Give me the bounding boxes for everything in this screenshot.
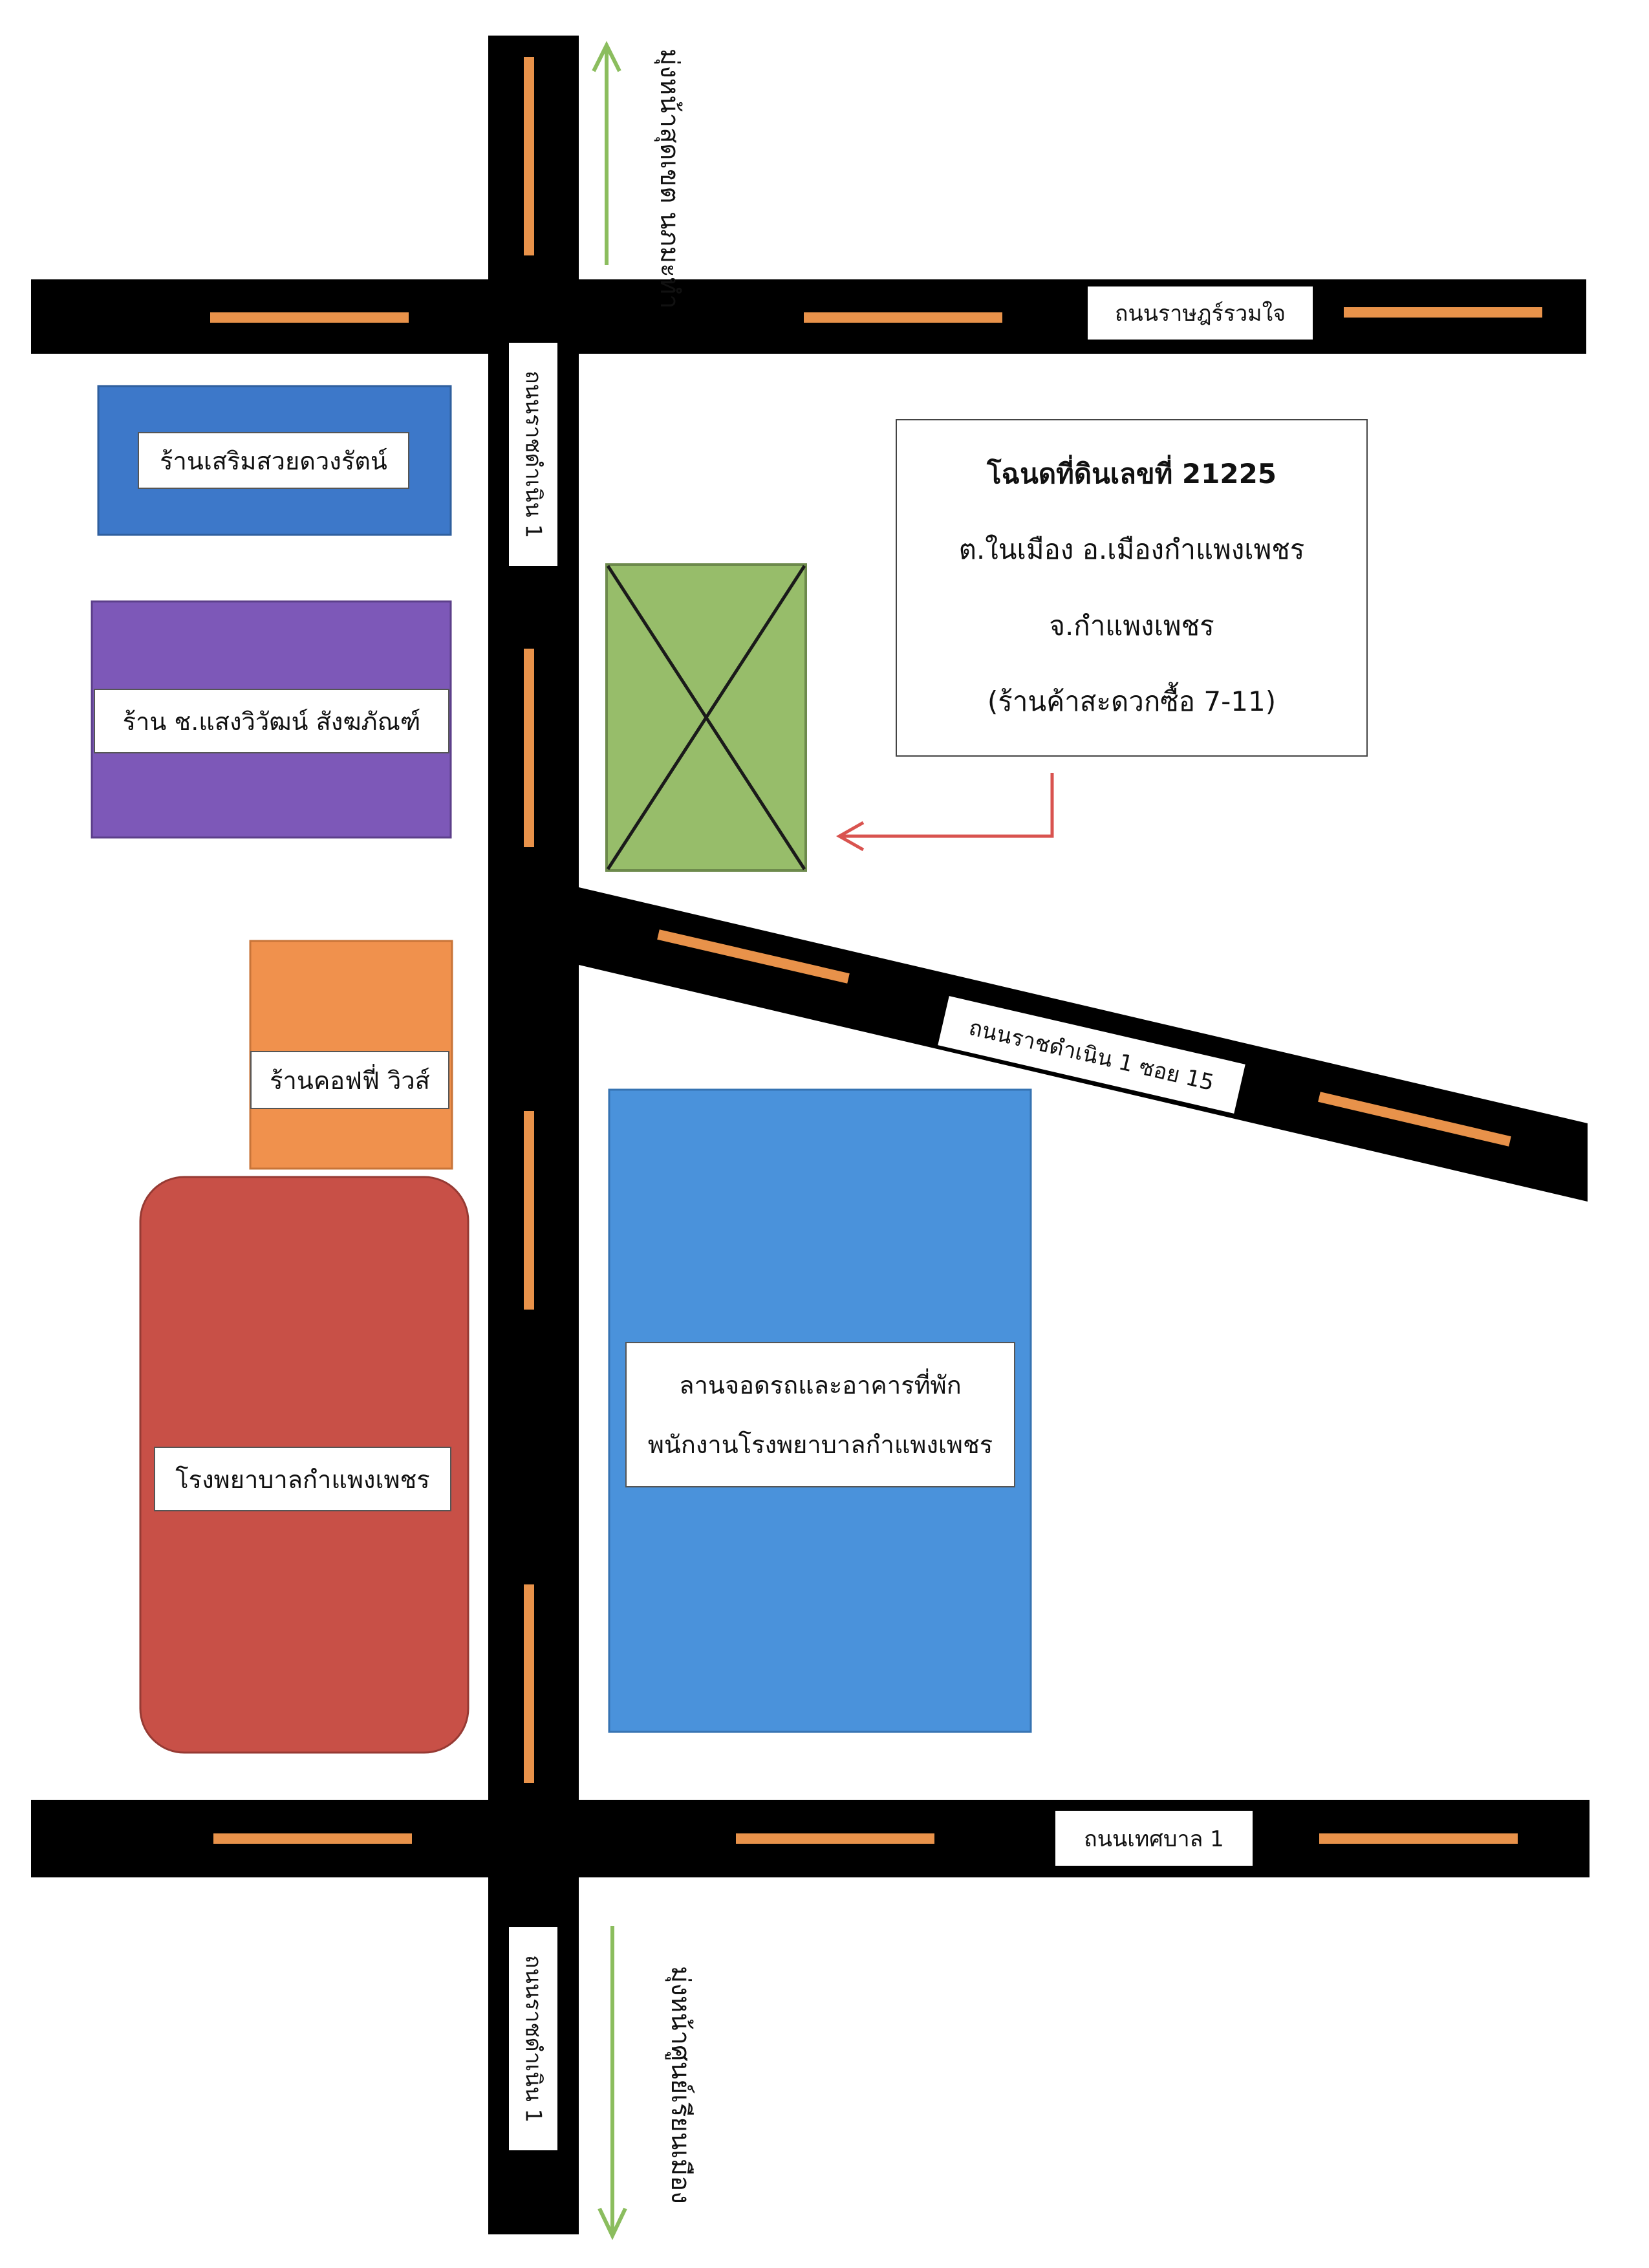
deed-province: จ.กำแพงเพชร [1049, 609, 1214, 642]
lane-marking [1318, 1092, 1511, 1147]
road-label-bottom: ถนนเทศบาล 1 [1055, 1811, 1253, 1866]
label-electric-shop: ร้าน ช.แสงวิวัฒน์ สังฆภัณฑ์ [94, 689, 449, 753]
road-label-top: ถนนราษฎร์รวมใจ [1088, 286, 1313, 340]
label-hospital: โรงพยาบาลกำแพงเพชร [154, 1447, 451, 1511]
arrow-up-icon [592, 41, 621, 265]
label-parking-line-2: พนักงานโรงพยาบาลกำแพงเพชร [647, 1431, 993, 1460]
land-deed-info-box: โฉนดที่ดินเลขที่ 21225 ต.ในเมือง อ.เมือง… [896, 419, 1368, 757]
label-beauty-salon: ร้านเสริมสวยดวงรัตน์ [138, 432, 409, 489]
road-label-vertical-upper: ถนนราชดำเนิน 1 [509, 343, 557, 566]
deed-location: ต.ในเมือง อ.เมืองกำแพงเพชร [958, 534, 1305, 566]
x-cross-icon [606, 565, 806, 870]
label-parking-line-1: ลานจอดรถและอาคารที่พัก [679, 1370, 962, 1399]
arrow-down-icon [598, 1926, 627, 2240]
label-parking: ลานจอดรถและอาคารที่พัก พนักงานโรงพยาบาลก… [625, 1342, 1015, 1487]
direction-label-south: มุ่งหน้าศูนย์เรียนเมือง [665, 1966, 695, 2204]
deed-title: โฉนดที่ดินเลขที่ 21225 [986, 457, 1277, 490]
direction-label-north: มุ่งหน้าสุดเขต นภมะทำ [654, 49, 684, 309]
label-coffee-shop: ร้านคอฟฟี่ วิวส์ [250, 1051, 449, 1109]
arrow-left-icon [835, 773, 1054, 852]
road-label-vertical-lower: ถนนราชดำเนิน 1 [509, 1927, 557, 2150]
lane-markings [210, 57, 1542, 2139]
deed-store: (ร้านค้าสะดวกซื้อ 7-11) [987, 686, 1277, 718]
lane-marking [657, 929, 850, 984]
